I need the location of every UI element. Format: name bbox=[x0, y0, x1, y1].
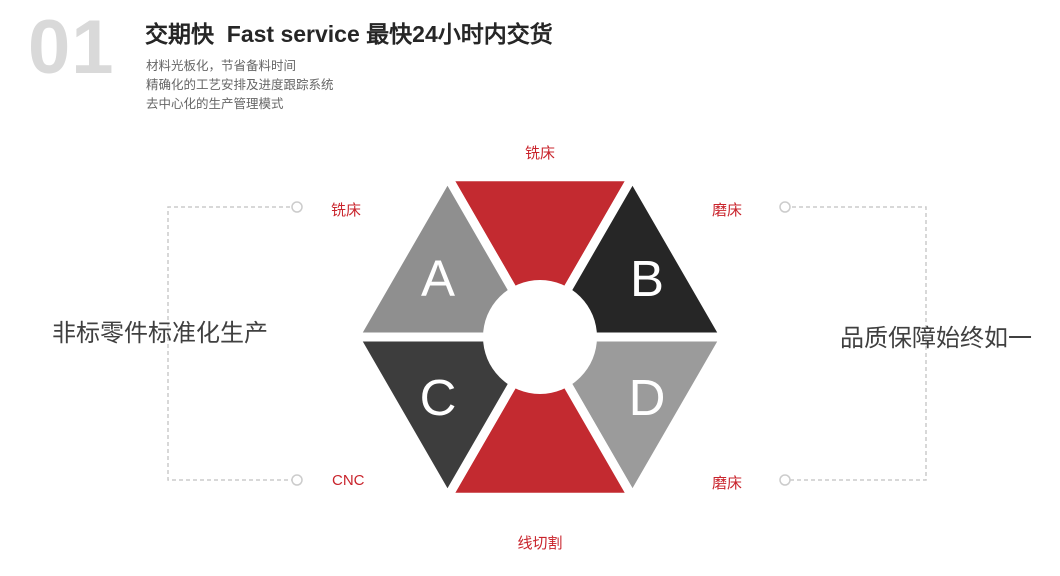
connector-dot-right-top bbox=[779, 201, 791, 213]
label-right-top-grinding: 磨床 bbox=[712, 202, 743, 219]
bullet-line: 材料光板化，节省备料时间 bbox=[146, 59, 297, 73]
dashed-bracket-right bbox=[785, 206, 927, 481]
center-circle bbox=[483, 280, 597, 394]
segment-top-left bbox=[350, 172, 545, 342]
feature-bullets: 材料光板化，节省备料时间 精确化的工艺安排及进度跟踪系统 去中心化的生产管理模式 bbox=[146, 57, 334, 114]
segment-letter-c: C bbox=[420, 369, 457, 426]
label-right-bottom-grinding: 磨床 bbox=[712, 475, 743, 492]
connector-dot-left-bottom bbox=[291, 474, 303, 486]
side-text-left: 非标零件标准化生产 bbox=[52, 320, 268, 347]
connector-dot-left-top bbox=[291, 201, 303, 213]
label-left-bottom-cnc: CNC bbox=[332, 472, 365, 489]
connector-dot-right-bottom bbox=[779, 474, 791, 486]
side-text-right: 品质保障始终如一 bbox=[840, 325, 1032, 352]
dashed-line-right bbox=[785, 206, 927, 481]
dashed-line-left bbox=[167, 206, 297, 481]
bullet-line: 精确化的工艺安排及进度跟踪系统 bbox=[146, 78, 334, 92]
dashed-bracket-left bbox=[167, 206, 297, 481]
bullet-line: 去中心化的生产管理模式 bbox=[146, 97, 284, 111]
segment-letter-b: B bbox=[630, 250, 664, 307]
label-bottom-wirecut: 线切割 bbox=[517, 535, 563, 552]
segment-letter-d: D bbox=[629, 369, 666, 426]
section-title: 交期快 Fast service 最快24小时内交货 bbox=[145, 21, 553, 47]
segment-letter-a: A bbox=[421, 250, 455, 307]
label-top-milling: 铣床 bbox=[524, 145, 556, 162]
label-left-top-milling: 铣床 bbox=[331, 202, 362, 219]
section-number: 01 bbox=[28, 5, 115, 90]
